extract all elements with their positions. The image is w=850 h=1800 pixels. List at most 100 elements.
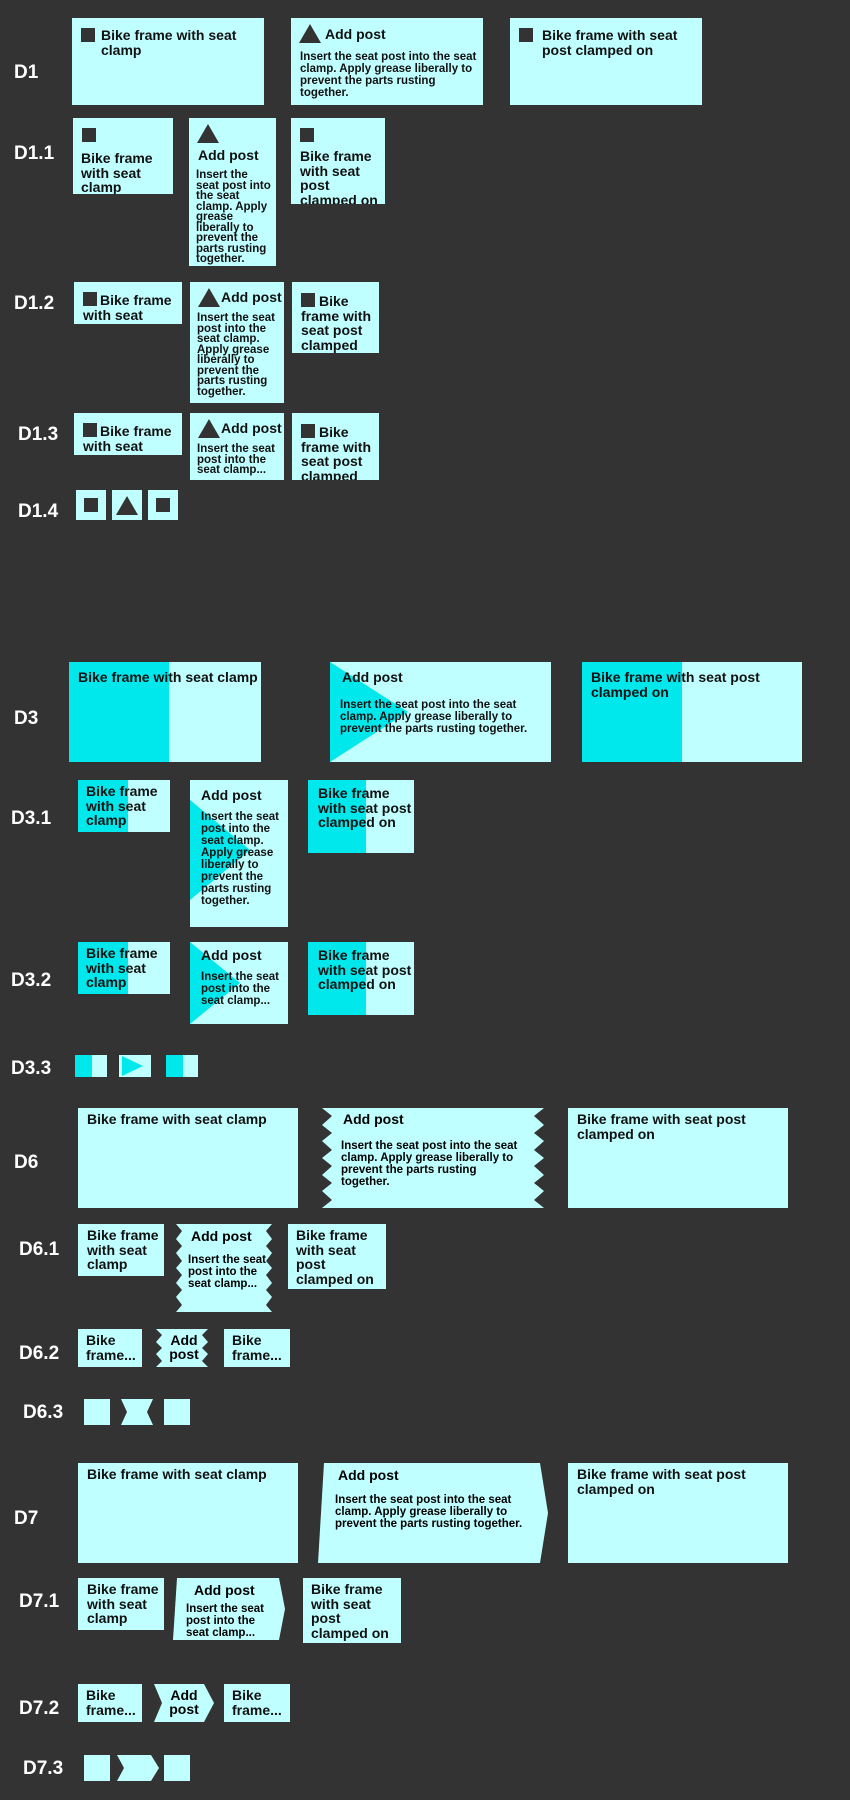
d1-4-add-post-card[interactable] bbox=[112, 490, 142, 520]
d6-1-frame-card[interactable]: Bike frame with seat clamp bbox=[78, 1224, 164, 1276]
d1-2-add-post-card[interactable]: Add post Insert the seat post into the s… bbox=[190, 282, 284, 403]
d6-clamped-card[interactable]: Bike frame with seat post clamped on bbox=[568, 1108, 788, 1208]
card-title: Bike frame... bbox=[232, 1332, 282, 1363]
d7-3-clamped-card[interactable] bbox=[164, 1755, 190, 1781]
card-title: Bike frame with seat clamp bbox=[83, 292, 172, 324]
d1-3-clamped-card[interactable]: Bike frame with seat post clamped on bbox=[292, 413, 379, 480]
d1-3-add-post-card[interactable]: Add post Insert the seat post into the s… bbox=[190, 413, 284, 480]
square-icon bbox=[301, 293, 315, 307]
triangle-icon bbox=[198, 419, 220, 438]
d6-2-clamped-card[interactable]: Bike frame... bbox=[224, 1329, 290, 1367]
d7-2-clamped-card[interactable]: Bike frame... bbox=[224, 1684, 290, 1722]
square-icon bbox=[156, 498, 170, 512]
card-title: Bike frame with seat clamp bbox=[87, 1581, 159, 1626]
d7-2-add-post-shape[interactable] bbox=[154, 1684, 214, 1722]
d7-1-clamped-card[interactable]: Bike frame with seat post clamped on bbox=[303, 1578, 401, 1643]
card-title: Add post bbox=[198, 147, 259, 163]
d1-1-frame-card[interactable]: Bike frame with seat clamp bbox=[73, 118, 173, 194]
d6-add-post-shape[interactable] bbox=[322, 1108, 544, 1208]
d6-3-add-post-shape[interactable] bbox=[121, 1399, 153, 1425]
d6-3-frame-card[interactable] bbox=[84, 1399, 110, 1425]
square-marker bbox=[78, 780, 128, 832]
row-label-d6-2: D6.2 bbox=[19, 1343, 60, 1364]
d7-3-frame-card[interactable] bbox=[84, 1755, 110, 1781]
d1-frame-card[interactable]: Bike frame with seat clamp bbox=[72, 18, 264, 105]
d7-clamped-card[interactable]: Bike frame with seat post clamped on bbox=[568, 1463, 788, 1563]
row-label-d7-3: D7.3 bbox=[23, 1758, 64, 1779]
square-icon bbox=[84, 498, 98, 512]
d7-2-frame-card[interactable]: Bike frame... bbox=[78, 1684, 142, 1722]
d1-add-post-card[interactable]: Add post Insert the seat post into the s… bbox=[291, 18, 483, 105]
d7-1-frame-card[interactable]: Bike frame with seat clamp bbox=[78, 1578, 164, 1630]
triangle-marker bbox=[190, 942, 240, 1024]
d3-2-frame-card[interactable]: Bike frame with seat clamp bbox=[78, 942, 170, 994]
card-title: Bike frame with seat clamp bbox=[83, 423, 172, 455]
row-label-d7: D7 bbox=[14, 1508, 39, 1529]
card-title: Bike frame with seat post clamped on bbox=[300, 148, 378, 204]
card-title: Add post bbox=[221, 289, 282, 305]
d1-2-clamped-card[interactable]: Bike frame with seat post clamped on bbox=[292, 282, 379, 353]
d6-1-add-post-shape[interactable] bbox=[176, 1224, 272, 1312]
d3-1-clamped-card[interactable]: Bike frame with seat post clamped on bbox=[308, 780, 414, 853]
d7-3-add-post-shape[interactable] bbox=[117, 1755, 159, 1781]
d3-1-add-post-card[interactable]: Add post Insert the seat post into the s… bbox=[190, 780, 288, 927]
d7-1-add-post-title: Add post bbox=[194, 1582, 255, 1598]
row-label-d6: D6 bbox=[14, 1152, 39, 1173]
d7-1-add-post-shape[interactable] bbox=[173, 1578, 285, 1640]
card-title: Bike frame with seat clamp bbox=[86, 783, 158, 828]
d1-clamped-card[interactable]: Bike frame with seat post clamped on bbox=[510, 18, 702, 105]
d3-3-clamped-card[interactable] bbox=[166, 1055, 198, 1077]
card-title: Bike frame with seat post clamped on bbox=[301, 424, 372, 480]
card-description: Insert the seat post into the seat clamp… bbox=[201, 971, 279, 1007]
d3-3-add-post-card[interactable] bbox=[119, 1055, 151, 1077]
square-icon bbox=[301, 424, 315, 438]
d7-add-post-shape[interactable] bbox=[318, 1463, 548, 1563]
square-marker bbox=[582, 662, 682, 762]
d1-1-clamped-card[interactable]: Bike frame with seat post clamped on bbox=[291, 118, 385, 204]
row-label-d3-3: D3.3 bbox=[11, 1058, 52, 1079]
d6-2-frame-card[interactable]: Bike frame... bbox=[78, 1329, 142, 1367]
row-label-d6-1: D6.1 bbox=[19, 1239, 60, 1260]
d1-2-frame-card[interactable]: Bike frame with seat clamp bbox=[74, 282, 182, 324]
square-marker bbox=[308, 942, 366, 1015]
square-icon bbox=[82, 128, 96, 142]
square-icon bbox=[300, 128, 314, 142]
d7-2-add-post-title-line2: post bbox=[169, 1701, 199, 1717]
d1-4-frame-card[interactable] bbox=[76, 490, 106, 520]
square-marker bbox=[308, 780, 366, 853]
card-description: Insert the seat post into the seat clamp… bbox=[340, 699, 528, 735]
d7-add-post-title: Add post bbox=[338, 1467, 399, 1483]
row-label-d6-3: D6.3 bbox=[23, 1402, 64, 1423]
card-title: Bike frame with seat clamp bbox=[87, 1111, 267, 1127]
d1-1-add-post-card[interactable]: Add post Insert the seat post into the s… bbox=[189, 118, 276, 266]
triangle-icon bbox=[198, 288, 220, 307]
d7-frame-card[interactable]: Bike frame with seat clamp bbox=[78, 1463, 298, 1563]
row-label-d7-2: D7.2 bbox=[19, 1698, 60, 1719]
card-title: Add post bbox=[201, 947, 262, 963]
d3-1-frame-card[interactable]: Bike frame with seat clamp bbox=[78, 780, 170, 832]
d6-2-add-post-shape[interactable] bbox=[156, 1329, 208, 1367]
d3-clamped-card[interactable]: Bike frame with seat post clamped on bbox=[582, 662, 802, 762]
card-title: Bike frame with seat post clamped on bbox=[577, 1111, 746, 1142]
d3-add-post-card[interactable]: Add post Insert the seat post into the s… bbox=[330, 662, 551, 762]
d1-4-clamped-card[interactable] bbox=[148, 490, 178, 520]
d6-frame-card[interactable]: Bike frame with seat clamp bbox=[78, 1108, 298, 1208]
square-marker bbox=[75, 1055, 92, 1077]
square-marker bbox=[69, 662, 169, 762]
d1-3-frame-card[interactable]: Bike frame with seat clamp bbox=[74, 413, 182, 455]
d3-2-clamped-card[interactable]: Bike frame with seat post clamped on bbox=[308, 942, 414, 1015]
card-title: Bike frame... bbox=[232, 1687, 282, 1718]
triangle-icon bbox=[197, 124, 219, 143]
d3-frame-card[interactable]: Bike frame with seat clamp bbox=[69, 662, 261, 762]
card-title: Bike frame with seat clamp bbox=[78, 669, 258, 685]
d3-2-add-post-card[interactable]: Add post Insert the seat post into the s… bbox=[190, 942, 288, 1024]
row-label-d3: D3 bbox=[14, 708, 39, 729]
d6-add-post-description: Insert the seat post into the seat clamp… bbox=[341, 1140, 518, 1188]
d7-1-add-post-description: Insert the seat post into the seat clamp… bbox=[186, 1603, 264, 1639]
d3-3-frame-card[interactable] bbox=[75, 1055, 107, 1077]
row-label-d1-1: D1.1 bbox=[14, 143, 55, 164]
d6-3-clamped-card[interactable] bbox=[164, 1399, 190, 1425]
card-description: Insert the seat post into the seat clamp… bbox=[201, 811, 279, 907]
d6-1-clamped-card[interactable]: Bike frame with seat post clamped on bbox=[288, 1224, 386, 1289]
card-title: Bike frame with seat post clamped on bbox=[542, 27, 678, 58]
